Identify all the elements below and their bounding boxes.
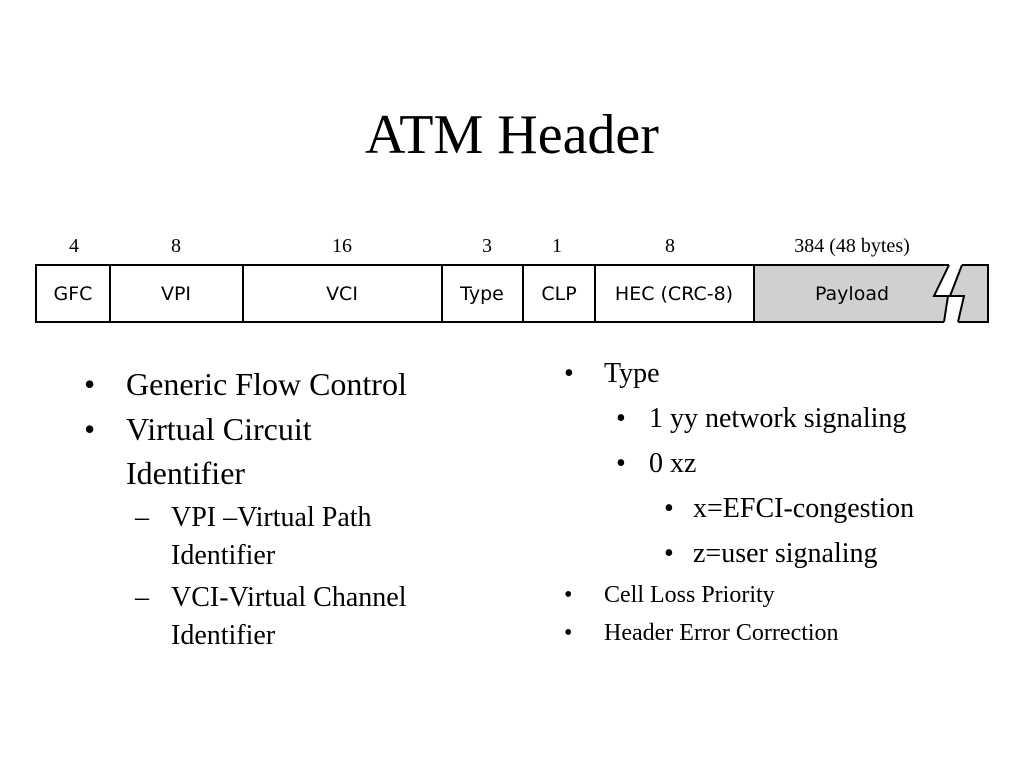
- field-type: Type: [459, 283, 504, 305]
- dash-marker: –: [135, 502, 149, 533]
- sub-bullet-zero-xz: • 0 xz: [563, 444, 1003, 483]
- bullet-text: x=EFCI-congestion: [693, 493, 915, 524]
- bullet-text-line: Virtual Circuit: [126, 411, 312, 447]
- bullet-marker: •: [564, 358, 574, 389]
- atm-header-diagram: 4 8 16 3 1 8 384 (48 bytes) GFC VPI VCI …: [35, 235, 989, 323]
- sub-bullet-network-signaling: • 1 yy network signaling: [563, 399, 1003, 438]
- break-mark-left: [932, 264, 950, 323]
- bullet-marker: •: [664, 493, 674, 524]
- sub-sub-bullet-efci: • x=EFCI-congestion: [563, 489, 1003, 528]
- payload-tail-cell: [950, 265, 988, 322]
- bullet-marker: •: [664, 538, 674, 569]
- bullet-text: Type: [604, 358, 660, 389]
- vpi-cell: [109, 264, 244, 323]
- sub-bullet-text-line: Identifier: [171, 620, 276, 651]
- sub-bullet-text-line: VCI-Virtual Channel: [171, 582, 407, 613]
- bits-vci: 16: [332, 235, 352, 257]
- bits-vpi: 8: [171, 235, 181, 257]
- bullet-text: 1 yy network signaling: [649, 403, 907, 434]
- bullet-cell-loss-priority: • Cell Loss Priority: [563, 579, 1003, 611]
- bullet-header-error-correction: • Header Error Correction: [563, 617, 1003, 649]
- vci-cell: [242, 264, 443, 323]
- right-bullet-list: • Type • 1 yy network signaling • 0 xz •…: [563, 354, 1003, 655]
- sub-bullet-text-line: VPI –Virtual Path: [171, 502, 372, 533]
- bits-hec: 8: [665, 235, 675, 257]
- payload-cell: [754, 265, 949, 322]
- bullet-gfc: • Generic Flow Control: [84, 362, 504, 406]
- bullet-marker: •: [84, 366, 96, 402]
- slide-title: ATM Header: [365, 104, 659, 166]
- sub-bullet-vci: – VCI-Virtual Channel Identifier: [84, 579, 504, 655]
- bullet-text: Generic Flow Control: [126, 366, 407, 402]
- bullet-marker: •: [564, 582, 573, 608]
- field-payload: Payload: [815, 283, 889, 305]
- field-clp: CLP: [541, 283, 576, 305]
- field-gfc: GFC: [54, 283, 93, 305]
- bits-gfc: 4: [69, 235, 79, 257]
- bits-payload: 384 (48 bytes): [794, 235, 910, 257]
- bullet-marker: •: [616, 403, 626, 434]
- field-vpi: VPI: [161, 283, 191, 305]
- bullet-text: z=user signaling: [693, 538, 878, 569]
- bullet-text-line: Identifier: [126, 455, 246, 491]
- dash-marker: –: [135, 582, 149, 613]
- sub-sub-bullet-user-signaling: • z=user signaling: [563, 534, 1003, 573]
- bullet-marker: •: [616, 448, 626, 479]
- bullet-type: • Type: [563, 354, 1003, 393]
- field-hec: HEC (CRC-8): [615, 283, 733, 305]
- left-bullet-list: • Generic Flow Control • Virtual Circuit…: [84, 362, 504, 655]
- bullet-text: Cell Loss Priority: [604, 582, 775, 608]
- clp-cell: [522, 264, 596, 323]
- field-vci: VCI: [326, 283, 358, 305]
- bullet-text: Header Error Correction: [604, 620, 839, 646]
- payload-tail-border: [958, 264, 989, 323]
- bullet-marker: •: [564, 620, 573, 646]
- bullet-marker: •: [84, 411, 96, 447]
- hec-cell: [594, 264, 755, 323]
- break-mark-right: [948, 264, 966, 323]
- bullet-text: 0 xz: [649, 448, 697, 479]
- bullet-vci: • Virtual Circuit Identifier: [84, 407, 504, 495]
- bits-type: 3: [482, 235, 492, 257]
- sub-bullet-text-line: Identifier: [171, 540, 276, 571]
- sub-bullet-vpi: – VPI –Virtual Path Identifier: [84, 499, 504, 575]
- bits-clp: 1: [552, 235, 562, 257]
